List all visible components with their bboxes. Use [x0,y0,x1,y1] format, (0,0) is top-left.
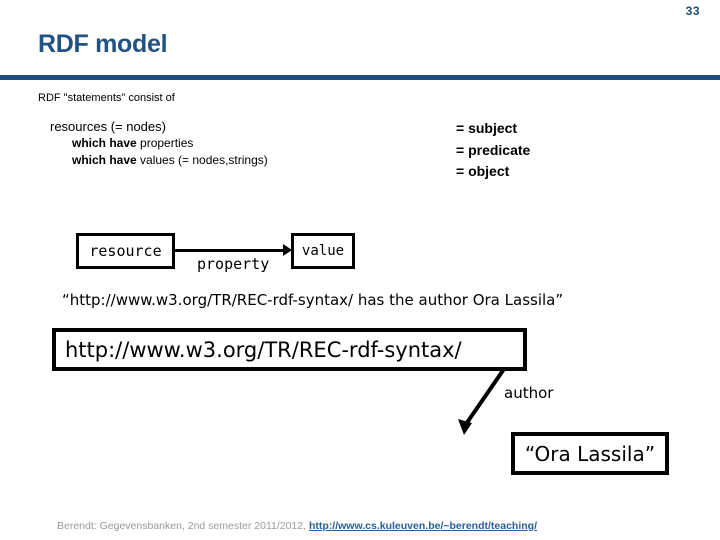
footer-link[interactable]: http://www.cs.kuleuven.be/~berendt/teach… [308,520,538,532]
node-value-label: value [301,243,345,259]
intro-line: RDF "statements" consist of [38,92,175,104]
node-object-literal: “Ora Lassila” [511,432,669,475]
page-number: 33 [685,4,700,18]
node-object-literal-label: “Ora Lassila” [524,441,656,466]
list-item: resources (= nodes) [50,118,268,135]
example-sentence: “http://www.w3.org/TR/REC-rdf-syntax/ ha… [62,291,564,309]
list-item: which have properties [72,135,268,152]
edge-author-label: author [504,384,554,402]
node-resource-label: resource [89,242,162,260]
edge-property-line [175,249,287,252]
edge-property-label: property [197,255,270,273]
list-item-label: values (= nodes,strings) [136,153,268,167]
list-item-emphasis: which have [72,153,137,167]
node-subject-uri: http://www.w3.org/TR/REC-rdf-syntax/ [52,328,527,371]
spo-object: = object [456,163,510,179]
bullet-list: resources (= nodes) which have propertie… [50,118,268,169]
page-title: RDF model [38,30,168,58]
spo-predicate: = predicate [456,141,531,158]
spo-subject: = subject [456,120,518,136]
footer-text: Berendt: Gegevensbanken, 2nd semester 20… [57,520,309,532]
node-subject-uri-label: http://www.w3.org/TR/REC-rdf-syntax/ [65,337,462,362]
list-item: which have values (= nodes,strings) [72,152,268,169]
list-item-emphasis: which have [72,136,137,150]
node-value: value [291,233,355,269]
footer: Berendt: Gegevensbanken, 2nd semester 20… [57,520,537,532]
node-resource: resource [76,233,175,269]
list-item-label: resources (= nodes) [50,119,166,134]
edge-property-arrowhead [283,244,292,256]
spo-legend: = subject = predicate = object [456,118,530,183]
title-divider [0,75,720,80]
edge-author-arrow [458,367,506,435]
list-item-label: properties [136,136,194,150]
